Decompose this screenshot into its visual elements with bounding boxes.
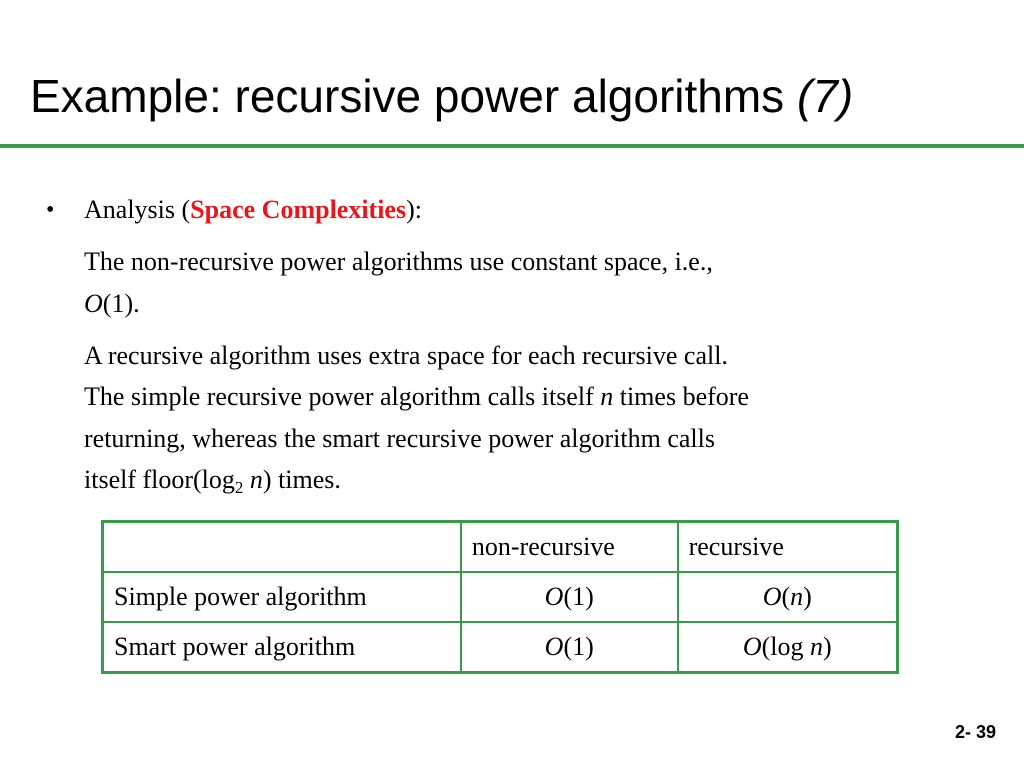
para2-line4-start: itself floor(log (84, 465, 235, 494)
table-row: Simple power algorithm O(1) O(n) (101, 571, 899, 623)
big-o-symbol: O (544, 582, 564, 611)
big-o-argument: (1) (563, 582, 594, 611)
page-number: 2- 39 (954, 722, 996, 742)
big-o-symbol: O (762, 582, 782, 611)
bullet-suffix: ): (406, 195, 422, 224)
para2-line2: The simple recursive power algorithm cal… (84, 380, 749, 414)
bullet-highlight: Space Complexities (190, 195, 407, 224)
table-header-nonrecursive: non-recursive (459, 520, 679, 573)
bullet-heading: Analysis (Space Complexities): (84, 193, 422, 227)
slide-title-text: Example: recursive power algorithms (30, 70, 785, 122)
big-o-argument: (1). (102, 289, 140, 318)
cell-simple-recursive: O(n) (676, 571, 899, 623)
big-o-open: (log (761, 632, 811, 661)
para1-line2: O(1). (84, 287, 140, 321)
big-o-close: ) (803, 582, 812, 611)
big-o-close: ) (823, 632, 832, 661)
bullet-prefix: Analysis ( (84, 195, 191, 224)
big-o-symbol: O (84, 289, 103, 318)
para2-line1: A recursive algorithm uses extra space f… (84, 341, 728, 370)
cell-smart-nonrecursive: O(1) (459, 621, 679, 674)
big-o-argument: (1) (563, 632, 594, 661)
para1-line1: The non-recursive power algorithms use c… (84, 247, 713, 276)
para2-line4: itself floor(log2 n) times. (84, 463, 341, 497)
row-label-simple: Simple power algorithm (101, 571, 462, 623)
variable-n: n (810, 632, 824, 661)
big-o-symbol: O (742, 632, 762, 661)
table-header-row: non-recursive recursive (101, 520, 899, 573)
complexity-table: non-recursive recursive Simple power alg… (101, 520, 899, 674)
table-header-empty (101, 520, 462, 573)
variable-n: n (249, 465, 263, 494)
para2-line4-end: ) times. (262, 465, 341, 494)
table-row: Smart power algorithm O(1) O(log n) (101, 621, 899, 674)
variable-n: n (600, 382, 614, 411)
slide-title: Example: recursive power algorithms (7) (30, 66, 853, 126)
title-divider (0, 144, 1024, 148)
slide-title-part-number: (7) (796, 70, 854, 122)
bullet-icon: • (46, 197, 55, 223)
cell-smart-recursive: O(log n) (676, 621, 899, 674)
para2-line2-end: times before (613, 382, 749, 411)
variable-n: n (790, 582, 804, 611)
para2-line2-start: The simple recursive power algorithm cal… (84, 382, 601, 411)
cell-simple-nonrecursive: O(1) (459, 571, 679, 623)
big-o-open: ( (781, 582, 791, 611)
row-label-smart: Smart power algorithm (101, 621, 462, 674)
log-base-subscript: 2 (234, 478, 244, 497)
para2-line3: returning, whereas the smart recursive p… (84, 424, 715, 453)
table-header-recursive: recursive (676, 520, 899, 573)
big-o-symbol: O (544, 632, 564, 661)
